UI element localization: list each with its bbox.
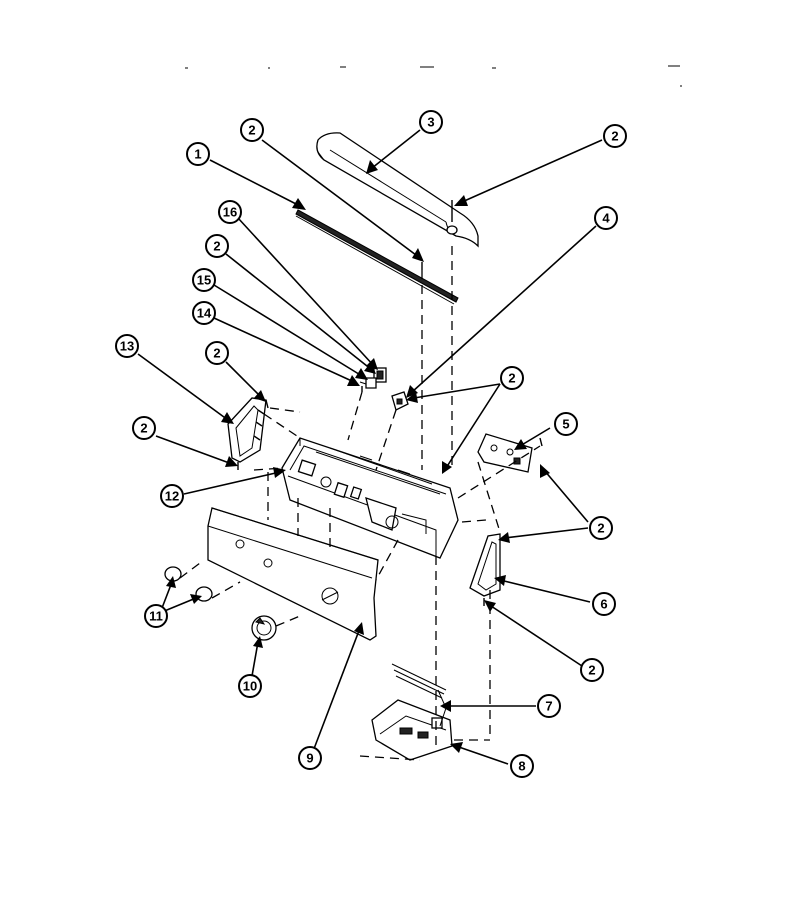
callout-5: 5 bbox=[554, 412, 578, 436]
svg-text:16: 16 bbox=[223, 205, 237, 220]
top-trim-cover bbox=[316, 132, 479, 248]
callout-6: 6 bbox=[592, 592, 616, 616]
callout-2-top-middle: 2 bbox=[240, 118, 264, 142]
callout-10: 10 bbox=[238, 674, 262, 698]
svg-text:14: 14 bbox=[197, 306, 212, 321]
svg-text:2: 2 bbox=[248, 123, 255, 138]
callout-2-left: 2 bbox=[132, 416, 156, 440]
svg-text:2: 2 bbox=[597, 521, 604, 536]
svg-text:4: 4 bbox=[602, 211, 610, 226]
left-end-cap bbox=[227, 397, 269, 470]
callout-2-near-4: 2 bbox=[500, 366, 524, 390]
callout-8: 8 bbox=[510, 754, 534, 778]
callout-3: 3 bbox=[419, 110, 443, 134]
callout-2-near-16: 2 bbox=[205, 234, 229, 258]
assembly-lines bbox=[179, 246, 541, 761]
small-knobs bbox=[164, 566, 213, 602]
svg-text:13: 13 bbox=[120, 339, 134, 354]
control-panel-frame bbox=[281, 437, 459, 559]
control-panel-face bbox=[207, 507, 379, 641]
lower-bracket bbox=[371, 663, 453, 761]
svg-text:12: 12 bbox=[165, 489, 179, 504]
svg-text:2: 2 bbox=[213, 346, 220, 361]
callout-1: 1 bbox=[186, 142, 210, 166]
right-bracket bbox=[477, 433, 543, 473]
callout-13: 13 bbox=[115, 334, 139, 358]
callout-9: 9 bbox=[298, 746, 322, 770]
scan-artifacts bbox=[185, 65, 682, 87]
svg-text:9: 9 bbox=[306, 751, 313, 766]
callout-15: 15 bbox=[192, 268, 216, 292]
callout-4: 4 bbox=[594, 206, 618, 230]
svg-text:2: 2 bbox=[213, 239, 220, 254]
leader-lines bbox=[137, 129, 603, 765]
svg-text:2: 2 bbox=[140, 421, 147, 436]
callout-2-top-right: 2 bbox=[603, 124, 627, 148]
right-end-cap bbox=[469, 533, 501, 606]
callout-11: 11 bbox=[144, 604, 168, 628]
svg-text:1: 1 bbox=[194, 147, 201, 162]
svg-text:3: 3 bbox=[427, 115, 434, 130]
callout-2-lower-right: 2 bbox=[580, 658, 604, 682]
small-bracket bbox=[391, 391, 409, 411]
callout-7: 7 bbox=[537, 694, 561, 718]
svg-text:5: 5 bbox=[562, 417, 569, 432]
svg-text:2: 2 bbox=[588, 663, 595, 678]
svg-text:8: 8 bbox=[518, 759, 525, 774]
svg-text:6: 6 bbox=[600, 597, 607, 612]
switch-assembly bbox=[359, 367, 387, 392]
svg-text:2: 2 bbox=[611, 129, 618, 144]
svg-text:10: 10 bbox=[243, 679, 257, 694]
callout-2-right: 2 bbox=[589, 516, 613, 540]
long-rail bbox=[295, 209, 459, 305]
svg-text:11: 11 bbox=[149, 609, 163, 624]
callout-14: 14 bbox=[192, 301, 216, 325]
svg-text:7: 7 bbox=[545, 699, 552, 714]
svg-text:2: 2 bbox=[508, 371, 515, 386]
large-knob bbox=[251, 615, 277, 641]
callout-2-upper-left: 2 bbox=[205, 341, 229, 365]
callout-12: 12 bbox=[160, 484, 184, 508]
callout-16: 16 bbox=[218, 200, 242, 224]
svg-text:15: 15 bbox=[197, 273, 211, 288]
